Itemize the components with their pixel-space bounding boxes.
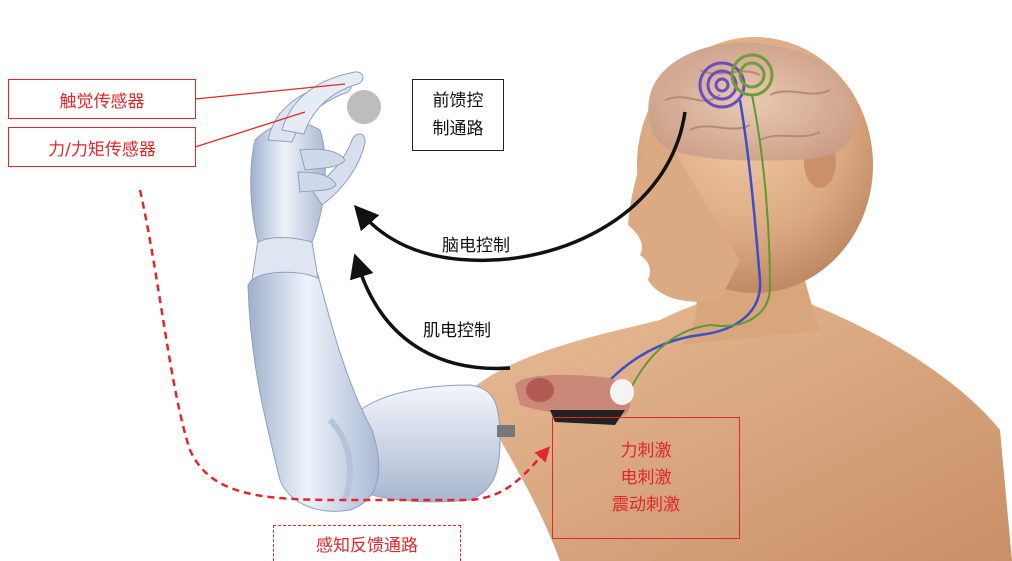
stimulation-box: 力刺激 电刺激 震动刺激 [552, 417, 740, 539]
feedforward-path-box: 前馈控 制通路 [412, 79, 504, 151]
tactile-sensor-label: 触觉传感器 [8, 79, 196, 119]
emg-control-label: 肌电控制 [423, 316, 491, 341]
eeg-control-label: 脑电控制 [442, 231, 510, 256]
stimulation-electric: 电刺激 [621, 465, 672, 492]
feedback-path-label: 感知反馈通路 [273, 525, 461, 561]
stimulation-force: 力刺激 [621, 438, 672, 465]
grasped-ball [347, 90, 381, 124]
feedforward-path-line-1: 前馈控 [433, 87, 484, 115]
feedforward-path-line-2: 制通路 [433, 115, 484, 143]
stimulation-vibration: 震动刺激 [612, 492, 680, 519]
force-torque-sensor-label: 力/力矩传感器 [8, 127, 196, 167]
